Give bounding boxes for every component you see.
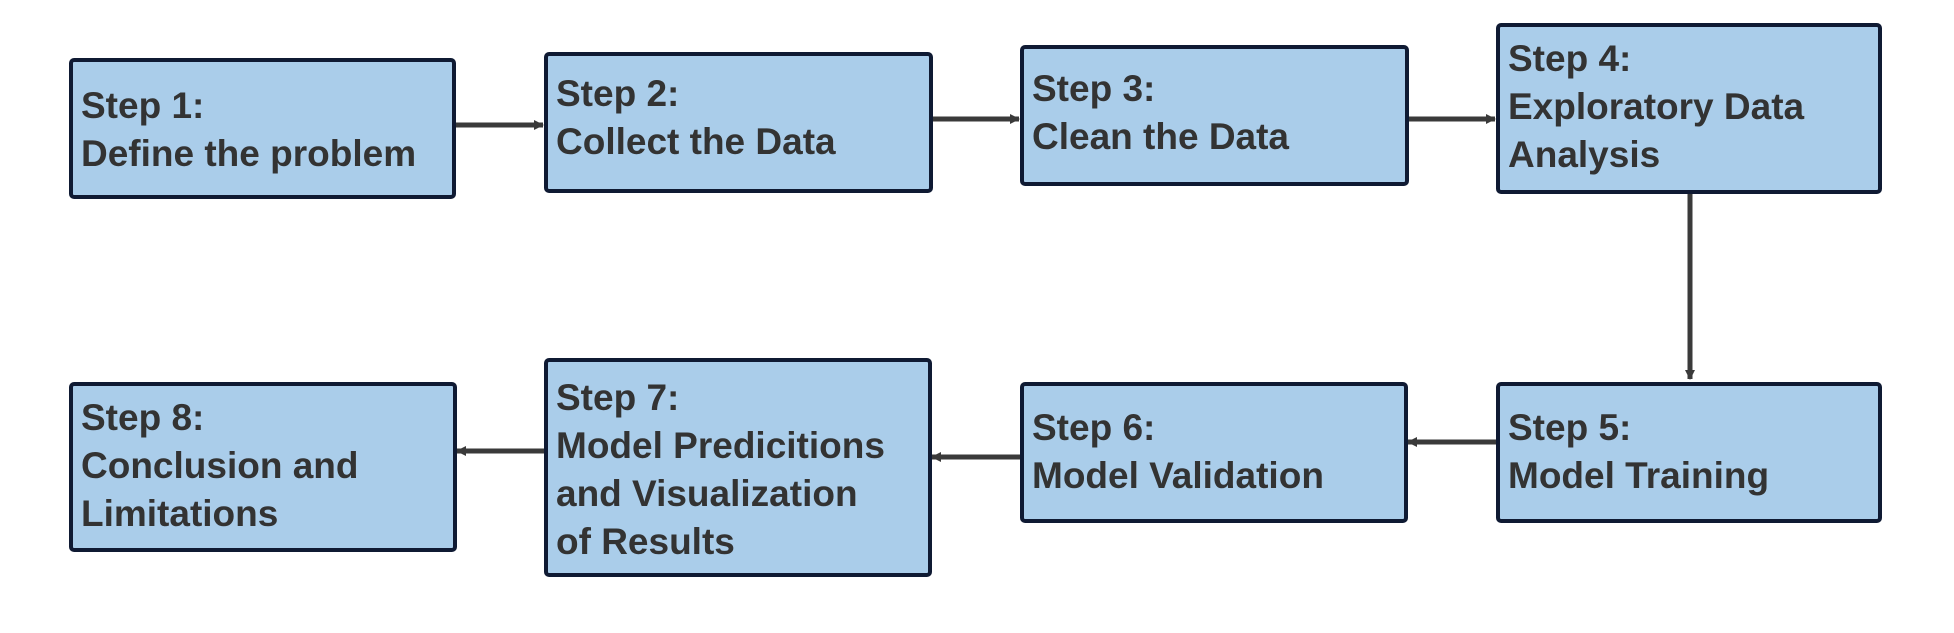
step-8-line-2: Limitations bbox=[81, 493, 279, 535]
step-7-box: Step 7: Model Predicitions and Visualiza… bbox=[544, 358, 932, 577]
step-8-line-1: Conclusion and bbox=[81, 445, 359, 487]
step-7-line-3: of Results bbox=[556, 521, 735, 563]
step-1-line-1: Define the problem bbox=[81, 133, 417, 175]
step-2-line-1: Collect the Data bbox=[556, 121, 836, 163]
step-4-line-1: Exploratory Data bbox=[1508, 86, 1805, 128]
step-2-title: Step 2: bbox=[556, 73, 680, 114]
step-5-box: Step 5: Model Training bbox=[1496, 382, 1882, 523]
step-3-line-1: Clean the Data bbox=[1032, 116, 1290, 158]
step-7-line-2: and Visualization bbox=[556, 473, 858, 515]
step-1-box: Step 1: Define the problem bbox=[69, 58, 456, 199]
step-7-title: Step 7: bbox=[556, 377, 680, 418]
step-2-box: Step 2: Collect the Data bbox=[544, 52, 933, 193]
step-5-line-1: Model Training bbox=[1508, 455, 1770, 497]
step-6-line-1: Model Validation bbox=[1032, 455, 1324, 497]
step-6-title: Step 6: bbox=[1032, 407, 1156, 448]
step-1-title: Step 1: bbox=[81, 85, 205, 126]
step-6-box: Step 6: Model Validation bbox=[1020, 382, 1408, 523]
step-8-box: Step 8: Conclusion and Limitations bbox=[69, 382, 457, 552]
step-8-title: Step 8: bbox=[81, 397, 205, 438]
step-3-title: Step 3: bbox=[1032, 68, 1156, 109]
step-4-box: Step 4: Exploratory Data Analysis bbox=[1496, 23, 1882, 194]
step-3-box: Step 3: Clean the Data bbox=[1020, 45, 1409, 186]
step-4-title: Step 4: bbox=[1508, 38, 1632, 79]
step-4-line-2: Analysis bbox=[1508, 134, 1661, 176]
step-7-line-1: Model Predicitions bbox=[556, 425, 885, 467]
step-5-title: Step 5: bbox=[1508, 407, 1632, 448]
